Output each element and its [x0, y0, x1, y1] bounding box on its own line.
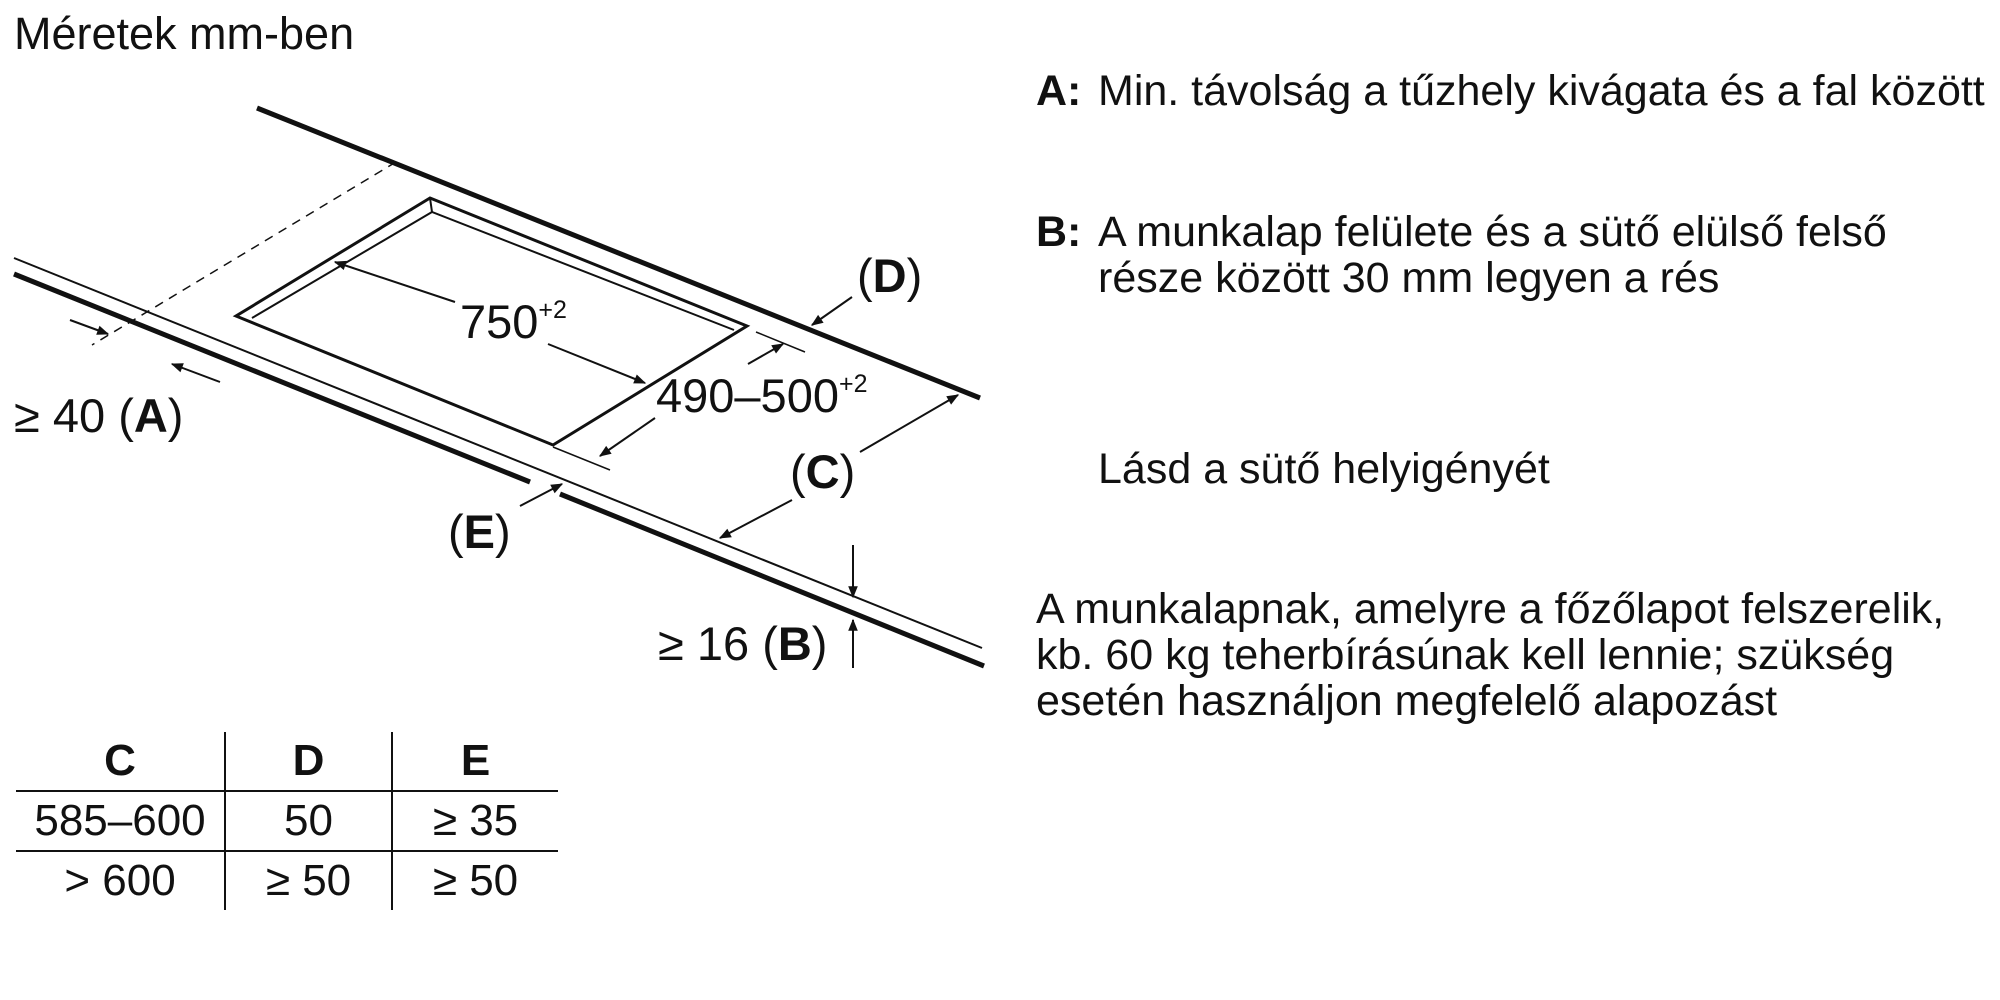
dimension-750-label: 750+2 [460, 295, 567, 348]
arrow-a [170, 363, 221, 383]
arrow-c-down [718, 499, 793, 539]
extension-line [755, 331, 806, 353]
dimension-arrow-750 [547, 343, 647, 384]
label-c: (C) [790, 445, 855, 498]
arrow-e [519, 483, 564, 507]
page-title: Méretek mm-ben [14, 8, 355, 59]
arrow-a [69, 319, 110, 335]
table-header: E [392, 732, 558, 792]
extension-line [552, 446, 611, 471]
table-header: C [16, 732, 226, 792]
legend-key-b: B: [1036, 208, 1082, 256]
legend-text-a: Min. távolság a tűzhely kivágata és a fa… [1098, 67, 1985, 115]
legend-item-a: A: Min. távolság a tűzhely kivágata és a… [1036, 68, 1986, 114]
legend-see-oven: Lásd a sütő helyigényét [1036, 446, 1986, 492]
arrow-d [811, 296, 853, 326]
table-cell: 50 [225, 791, 393, 852]
table-header: D [225, 732, 393, 792]
wall-reference-line [91, 161, 397, 346]
table-cell: > 600 [16, 851, 226, 910]
table-cell: ≥ 35 [392, 791, 558, 852]
table-row: > 600 ≥ 50 ≥ 50 [16, 851, 558, 910]
dimension-arrow-490 [599, 417, 656, 457]
extension-line [59, 290, 111, 313]
dimension-arrow-490 [747, 343, 785, 365]
dimension-arrow-750 [333, 260, 456, 303]
see-oven-text: Lásd a sütő helyigényét [1098, 445, 1550, 493]
label-a: ≥ 40 (A) [14, 389, 183, 442]
countertop-front-top-edge [13, 257, 983, 649]
table-row: 585–600 50 ≥ 35 [16, 791, 558, 852]
cutout-outer-rim [232, 196, 751, 447]
legend-item-b: B: A munkalap felülete és a sütő elülső … [1036, 209, 1986, 301]
countertop-front-bottom-edge-right [559, 491, 985, 669]
legend-text-b: A munkalap felülete és a sütő elülső fel… [1098, 208, 1887, 302]
countertop-front-bottom-edge-left [13, 271, 531, 485]
load-note: A munkalapnak, amelyre a főzőlapot felsz… [1036, 585, 1945, 725]
table-cell: ≥ 50 [225, 851, 393, 910]
table-cell: ≥ 50 [432, 856, 519, 905]
label-d: (D) [857, 249, 922, 302]
dimension-table: C D E 585–600 50 ≥ 35 > 600 ≥ 50 ≥ 50 [16, 732, 558, 910]
label-b: ≥ 16 (B) [658, 617, 827, 670]
legend-key-a: A: [1036, 67, 1082, 115]
label-e: (E) [448, 505, 511, 558]
table-cell: 585–600 [16, 791, 226, 852]
cutout-rim-corner [429, 197, 433, 213]
countertop-back-edge [256, 105, 981, 401]
dimension-490-500-label: 490–500+2 [656, 369, 868, 422]
arrow-c-up [859, 394, 960, 453]
